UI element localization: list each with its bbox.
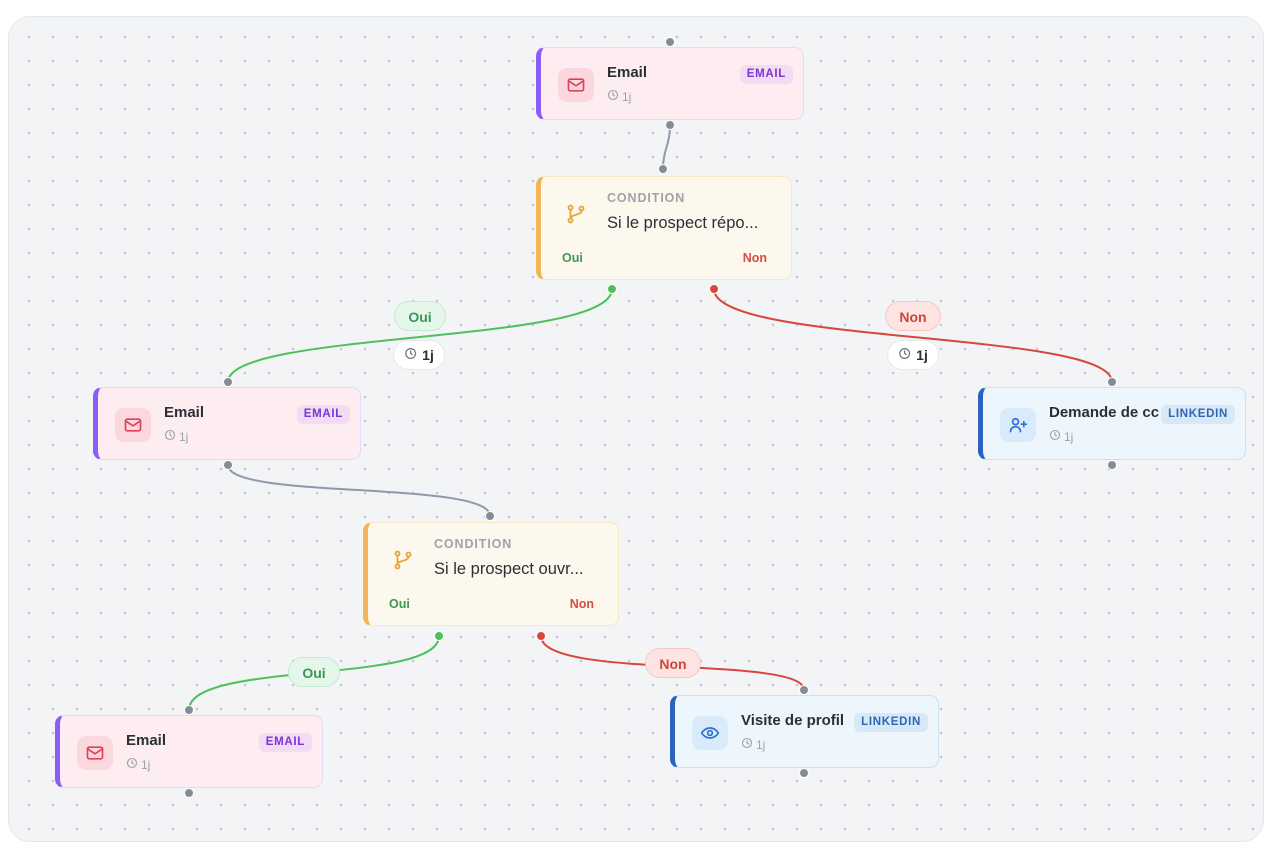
channel-badge: EMAIL (258, 733, 312, 752)
node-title: Email (126, 732, 167, 749)
edge-label-no: Non (885, 301, 941, 331)
cond1-no-handle[interactable] (709, 284, 719, 294)
linkedin1-output-handle[interactable] (1107, 460, 1117, 470)
channel-badge: EMAIL (296, 405, 350, 424)
email2-input-handle[interactable] (223, 377, 233, 387)
cond2-yes-handle[interactable] (434, 631, 444, 641)
cond1-yes-handle[interactable] (607, 284, 617, 294)
condition-no-label: Non (569, 597, 594, 611)
linkedin2-input-handle[interactable] (799, 685, 809, 695)
linkedin2-output-handle[interactable] (799, 768, 809, 778)
email3-output-handle[interactable] (184, 788, 194, 798)
node-title: Email (607, 64, 648, 81)
clock-icon (164, 429, 176, 444)
condition-label: CONDITION (434, 537, 513, 551)
edge-delay-pill: 1j (887, 340, 939, 370)
cond1-input-handle[interactable] (658, 164, 668, 174)
cond2-input-handle[interactable] (485, 511, 495, 521)
channel-badge: LINKEDIN (1161, 405, 1235, 424)
edge-label-no: Non (645, 648, 701, 678)
clock-icon (1049, 429, 1061, 444)
edge-label-yes: Oui (288, 657, 340, 687)
cond2-no-handle[interactable] (536, 631, 546, 641)
linkedin1-input-handle[interactable] (1107, 377, 1117, 387)
mail-icon (558, 68, 594, 102)
condition-text: Si le prospect ouvr... (434, 560, 584, 578)
condition-label: CONDITION (607, 191, 686, 205)
email2-output-handle[interactable] (223, 460, 233, 470)
email-node-3[interactable]: Email 1j EMAIL (55, 715, 323, 788)
clock-icon (126, 757, 138, 772)
branch-icon (558, 197, 594, 231)
node-delay: 1j (164, 429, 188, 444)
channel-badge: LINKEDIN (854, 713, 928, 732)
email1-output-handle[interactable] (665, 120, 675, 130)
mail-icon (115, 408, 151, 442)
eye-icon (692, 716, 728, 750)
linkedin-node-1[interactable]: Demande de cc 1j LINKEDIN (978, 387, 1246, 460)
node-delay: 1j (1049, 429, 1073, 444)
email3-input-handle[interactable] (184, 705, 194, 715)
node-title: Email (164, 404, 205, 421)
clock-icon (898, 340, 911, 370)
condition-yes-label: Oui (389, 597, 410, 611)
condition-yes-label: Oui (562, 251, 583, 265)
linkedin-node-2[interactable]: Visite de profil 1j LINKEDIN (670, 695, 939, 768)
channel-badge: EMAIL (739, 65, 793, 84)
user-plus-icon (1000, 408, 1036, 442)
clock-icon (607, 89, 619, 104)
condition-node-2[interactable]: CONDITION Si le prospect ouvr... Oui Non (363, 522, 619, 626)
node-delay: 1j (741, 737, 765, 752)
branch-icon (385, 543, 421, 577)
condition-text: Si le prospect répo... (607, 214, 759, 232)
condition-no-label: Non (742, 251, 767, 265)
email-node-1[interactable]: Email 1j EMAIL (536, 47, 804, 120)
node-title: Visite de profil (741, 712, 845, 729)
clock-icon (404, 340, 417, 370)
edge-label-yes: Oui (394, 301, 446, 331)
node-delay: 1j (126, 757, 150, 772)
edge-delay-pill: 1j (393, 340, 445, 370)
node-title: Demande de cc (1049, 404, 1160, 421)
email1-input-handle[interactable] (665, 37, 675, 47)
condition-node-1[interactable]: CONDITION Si le prospect répo... Oui Non (536, 176, 792, 280)
mail-icon (77, 736, 113, 770)
clock-icon (741, 737, 753, 752)
email-node-2[interactable]: Email 1j EMAIL (93, 387, 361, 460)
node-delay: 1j (607, 89, 631, 104)
